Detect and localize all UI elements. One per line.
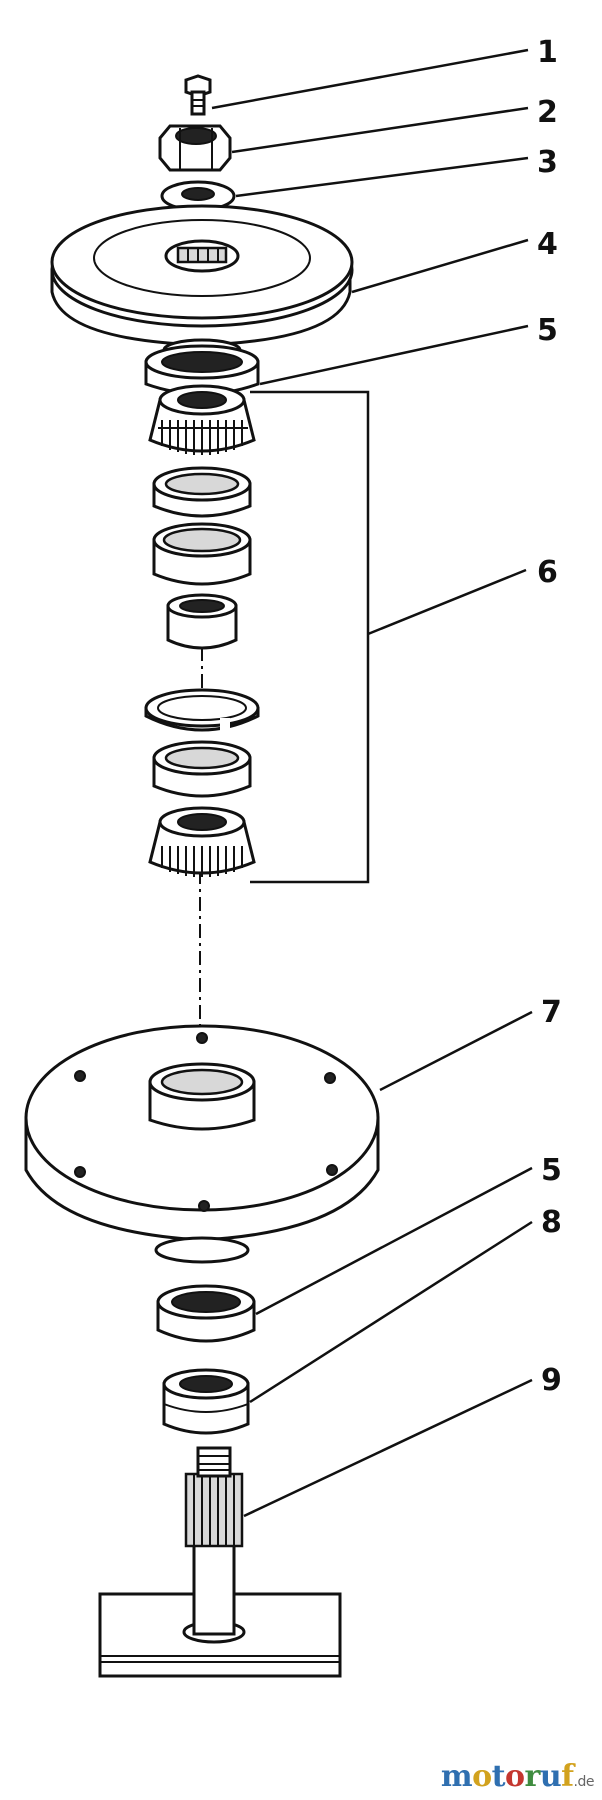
part-spacer: [166, 593, 238, 650]
part-bearing-cup-upper: [152, 466, 252, 518]
bracket-part-6: [250, 390, 370, 884]
part-washer: [160, 180, 236, 212]
callout-number-9: 9: [541, 1363, 562, 1398]
leader-line-3: [235, 156, 529, 198]
leader-line-2: [231, 106, 529, 154]
part-pulley: [50, 204, 354, 362]
leader-line-7: [379, 1010, 533, 1092]
callout-number-1: 1: [537, 35, 558, 70]
part-retaining-ring: [144, 688, 260, 732]
leader-line-5a: [259, 324, 529, 386]
leader-line-1: [211, 48, 529, 110]
part-bearing-race: [152, 522, 252, 586]
watermark-logo: motoruf.de: [440, 1759, 595, 1794]
part-spindle-housing: [24, 1024, 380, 1264]
part-grease-fitting: [184, 74, 212, 116]
callout-number-5-upper: 5: [537, 313, 558, 348]
callout-number-5-lower: 5: [541, 1153, 562, 1188]
callout-number-6: 6: [537, 555, 558, 590]
leader-line-4: [351, 238, 529, 294]
callout-number-4: 4: [537, 227, 558, 262]
part-hex-nut: [158, 124, 232, 172]
part-spindle-shaft: [98, 1446, 342, 1678]
leader-line-8: [249, 1220, 533, 1404]
part-bearing-cup-lower: [152, 740, 252, 798]
leader-line-9: [243, 1378, 533, 1518]
part-bearing-cone-upper: [148, 384, 256, 455]
part-bearing-cone-lower: [148, 806, 256, 877]
callout-number-3: 3: [537, 145, 558, 180]
callout-number-7: 7: [541, 995, 562, 1030]
leader-line-5b: [255, 1166, 533, 1316]
part-bearing: [162, 1368, 250, 1435]
callout-number-2: 2: [537, 95, 558, 130]
leader-line-6: [367, 568, 527, 636]
callout-number-8: 8: [541, 1205, 562, 1240]
part-seal-lower: [156, 1284, 256, 1343]
